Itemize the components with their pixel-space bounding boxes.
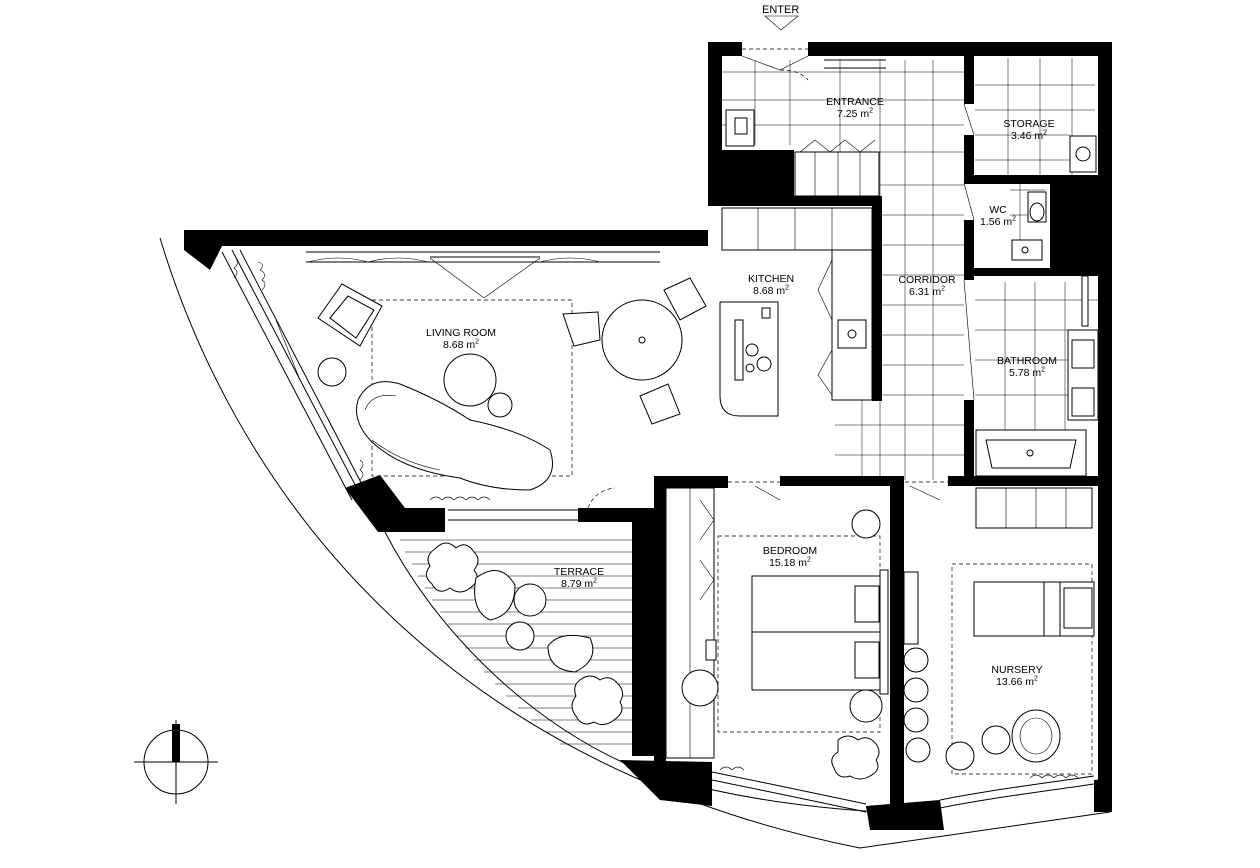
room-area: 3.46 [1010, 130, 1032, 142]
living-room-furniture [317, 257, 707, 491]
room-label-corridor: CORRIDOR 6.31 m2 [898, 274, 956, 298]
windows [221, 59, 1095, 813]
room-name: NURSERY [991, 664, 1043, 676]
room-name: TERRACE [553, 566, 605, 578]
room-area: 8.68 [752, 285, 774, 297]
enter-label: ENTER [762, 4, 800, 16]
room-label-bedroom: BEDROOM 15.18 m2 [762, 545, 818, 569]
room-name: ENTRANCE [826, 96, 884, 108]
room-name: KITCHEN [747, 273, 795, 285]
room-label-bathroom: BATHROOM 5.78 m2 [997, 355, 1057, 379]
kitchen-units [719, 207, 873, 417]
wc-fixtures [1011, 191, 1047, 261]
slab-outline [159, 237, 1111, 849]
room-name: LIVING ROOM [425, 327, 497, 339]
north-arrow [134, 720, 218, 804]
room-label-storage: STORAGE 3.46 m2 [1003, 118, 1055, 142]
room-name: CORRIDOR [898, 274, 956, 286]
room-label-wc: WC 1.56 m2 [979, 204, 1017, 228]
room-name: BATHROOM [997, 355, 1057, 367]
room-label-nursery: NURSERY 13.66 m2 [991, 664, 1043, 688]
room-area: 5.78 [1008, 367, 1030, 379]
room-area: 8.68 [442, 339, 464, 351]
walls [184, 42, 1112, 830]
enter-arrow [764, 15, 799, 31]
room-name: WC [989, 204, 1007, 216]
room-area: 7.25 [836, 108, 858, 120]
nursery-furniture [903, 487, 1095, 775]
bathroom-fixtures [975, 275, 1099, 477]
room-area: 15.18 [769, 557, 796, 569]
room-label-living-room: LIVING ROOM 8.68 m2 [425, 327, 497, 351]
room-label-kitchen: KITCHEN 8.68 m2 [747, 273, 795, 297]
curtains [233, 257, 1079, 779]
room-area: 13.66 [996, 676, 1023, 688]
doors [275, 48, 975, 509]
room-area: 6.31 [908, 286, 930, 298]
terrace-furniture [426, 542, 624, 726]
room-label-entrance: ENTRANCE 7.25 m2 [826, 96, 884, 120]
built-in-cabinets [725, 109, 1097, 197]
bedroom-furniture [665, 487, 889, 780]
room-area: 8.79 [560, 578, 582, 590]
room-label-terrace: TERRACE 8.79 m2 [553, 566, 605, 590]
room-area: 1.56 [979, 216, 1001, 228]
room-name: BEDROOM [762, 545, 818, 557]
room-name: STORAGE [1003, 118, 1055, 130]
tile-grid-entrance-corridor [722, 60, 964, 480]
